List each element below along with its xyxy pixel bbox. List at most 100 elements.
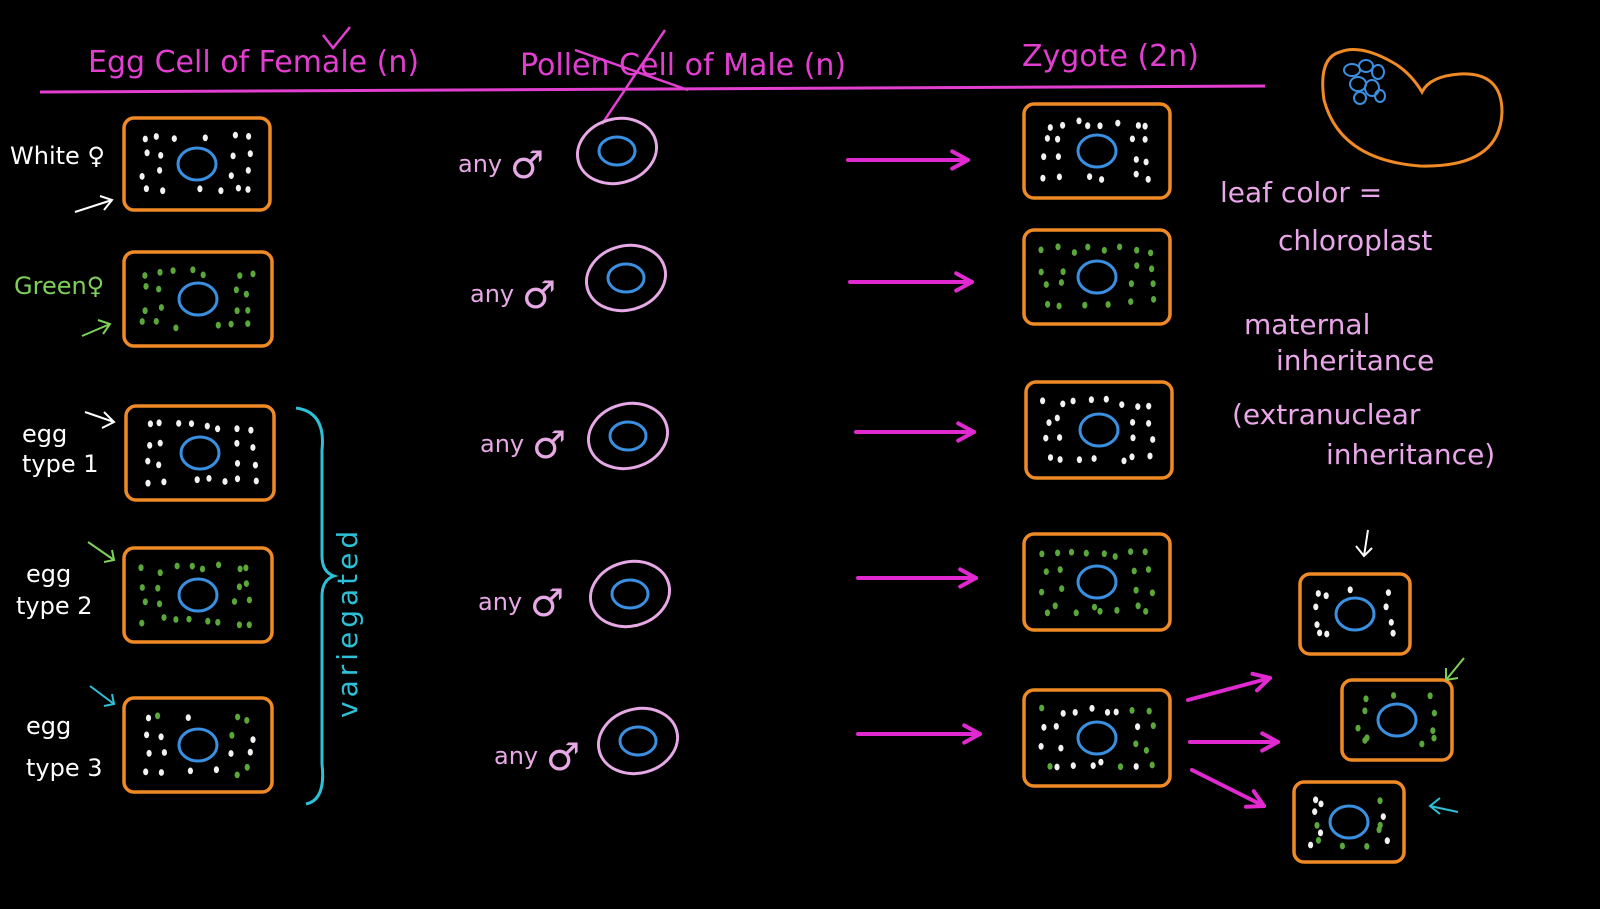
plastid — [1103, 395, 1109, 403]
plastid — [1090, 762, 1096, 769]
label-egg-type-3: egg type 3 — [26, 712, 103, 782]
nucleus — [1334, 596, 1376, 632]
plastid — [1083, 549, 1089, 557]
plastid — [1060, 121, 1066, 129]
plastid — [1082, 301, 1088, 309]
pollen-grain — [586, 401, 670, 471]
egg-cell-green — [122, 250, 274, 348]
chloroplast-cell-outline — [1321, 48, 1504, 168]
plastid — [1150, 280, 1156, 288]
plastid — [171, 135, 177, 143]
plastid — [157, 167, 163, 174]
plastid — [1115, 119, 1121, 127]
plastid — [1128, 280, 1134, 288]
plastid — [237, 565, 243, 573]
plastid — [142, 307, 148, 315]
male-symbol-icon: ♂ — [522, 273, 556, 317]
plastid — [1150, 722, 1156, 730]
plastid — [1072, 709, 1078, 716]
plastid — [1114, 606, 1120, 614]
plastid — [204, 422, 210, 430]
nucleus — [1076, 720, 1118, 756]
plastid — [1097, 122, 1103, 130]
pollen-row-4: any♂ — [478, 559, 672, 629]
plastid — [1430, 727, 1436, 734]
plastid — [1057, 456, 1063, 463]
plastid — [174, 562, 180, 570]
plastid — [1055, 135, 1061, 143]
plastid — [1105, 301, 1111, 308]
plastid — [1085, 122, 1091, 130]
plastid — [1133, 740, 1139, 748]
label-egg-type-1-line1: egg — [22, 420, 67, 448]
plastid — [245, 186, 251, 193]
plastid — [1060, 268, 1066, 276]
egg-cell-type-2 — [122, 546, 274, 644]
plastid — [170, 267, 176, 274]
zygote-cell-type-1 — [1024, 380, 1174, 480]
nucleus — [177, 727, 219, 763]
plastid — [1070, 397, 1076, 405]
pollen-nucleus — [610, 578, 650, 610]
pollen-row-2: any♂ — [470, 243, 668, 317]
note-inheritance-close: inheritance) — [1326, 438, 1495, 471]
plastid — [144, 149, 150, 157]
plastid — [234, 771, 240, 779]
pollen-grain — [596, 706, 680, 776]
plastid — [1056, 173, 1062, 181]
plastid — [1143, 747, 1149, 754]
plastid — [142, 598, 148, 606]
arrow-row-1 — [846, 149, 970, 171]
plastid — [1087, 173, 1093, 181]
plastid — [1128, 298, 1134, 305]
male-symbol-icon: ♂ — [510, 143, 544, 187]
plastid — [145, 457, 151, 465]
arrow-to-daughter-2 — [1188, 731, 1280, 753]
plastid — [234, 439, 240, 447]
plastid — [1055, 153, 1061, 161]
plastid — [1059, 585, 1065, 592]
arrow-egg-type-3 — [89, 685, 116, 707]
plastid — [158, 304, 164, 311]
plastid — [1385, 589, 1391, 596]
plastid — [139, 318, 145, 325]
label-egg-type-2-line2: type 2 — [16, 592, 93, 620]
plastid — [215, 618, 221, 626]
plastid — [245, 307, 251, 314]
plastid — [1071, 249, 1077, 256]
label-egg-type-1-line2: type 1 — [22, 450, 99, 478]
plastid — [250, 444, 256, 451]
nucleus — [176, 146, 218, 182]
plastid — [1146, 402, 1152, 410]
cell-membrane — [1022, 102, 1172, 200]
cell-membrane — [1298, 572, 1412, 656]
plastid — [145, 479, 151, 487]
plastid — [1317, 829, 1324, 837]
plastid — [1317, 629, 1323, 637]
plastid — [234, 460, 241, 467]
plastid — [1134, 246, 1140, 254]
arrow-egg-type-1 — [84, 411, 116, 429]
arrow-green — [81, 319, 112, 337]
plastid — [157, 268, 163, 276]
pollen-any-label: any — [480, 430, 524, 458]
marker-arrow-green — [1445, 657, 1465, 682]
strike-mark — [574, 29, 689, 125]
label-egg-type-3-line2: type 3 — [26, 754, 103, 782]
plastid — [176, 420, 182, 427]
pollen-nucleus — [597, 135, 637, 167]
plastid — [202, 134, 208, 142]
plastid — [1431, 734, 1437, 742]
plastid — [1088, 396, 1094, 404]
plastid — [1040, 174, 1046, 182]
arrow-row-3 — [854, 421, 976, 443]
plastid — [1431, 709, 1437, 717]
plastid — [1060, 400, 1066, 408]
plastid — [155, 584, 161, 592]
plastid — [243, 564, 249, 572]
plastid — [153, 318, 159, 325]
plastid — [248, 426, 254, 434]
plastid — [1377, 797, 1383, 805]
plastid — [230, 152, 236, 160]
plastid — [1355, 724, 1361, 732]
